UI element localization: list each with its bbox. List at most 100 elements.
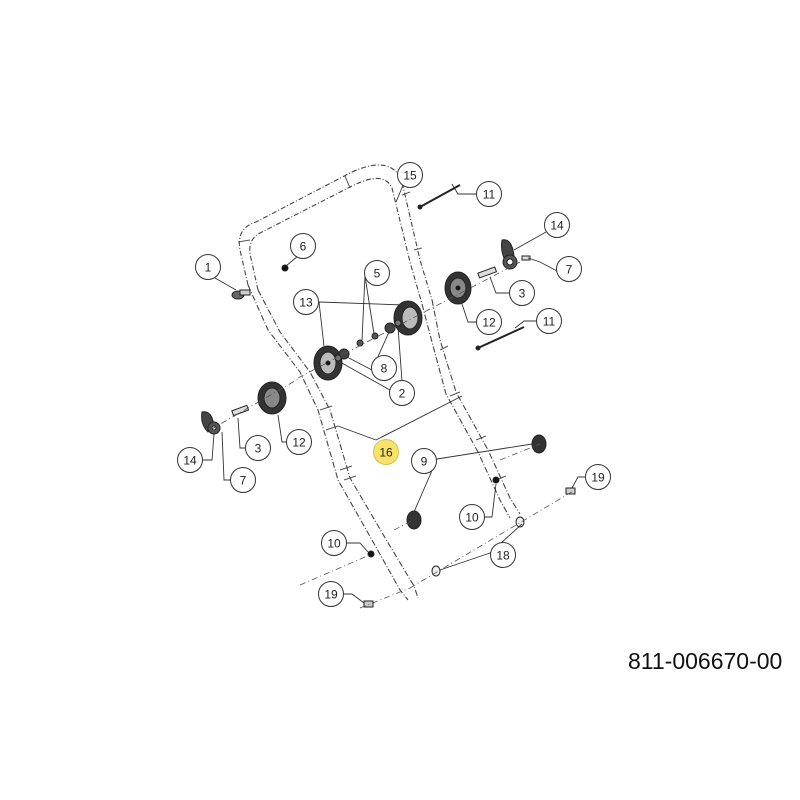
part-1-bolt-icon bbox=[231, 289, 251, 300]
callout-10[interactable]: 10 bbox=[459, 504, 485, 530]
callout-label: 7 bbox=[240, 474, 247, 488]
diagram-part-number: 811-006670-00 bbox=[628, 648, 783, 674]
callout-10[interactable]: 10 bbox=[321, 530, 347, 556]
callout-label: 12 bbox=[482, 316, 496, 330]
callout-circle bbox=[476, 309, 502, 335]
callout-11[interactable]: 11 bbox=[476, 181, 502, 207]
callout-label: 12 bbox=[292, 436, 306, 450]
part-3-carriage-bolt-left-icon bbox=[231, 404, 250, 417]
callout-2[interactable]: 2 bbox=[389, 380, 415, 406]
callout-label: 5 bbox=[374, 267, 381, 281]
assembly-axis-lines bbox=[209, 261, 576, 609]
callout-19[interactable]: 19 bbox=[318, 581, 344, 607]
callout-label: 9 bbox=[421, 455, 428, 469]
callout-label: 2 bbox=[399, 387, 406, 401]
right-lower-tube-inner bbox=[421, 303, 511, 519]
callout-label: 18 bbox=[496, 549, 510, 563]
callout-16[interactable]: 16 bbox=[373, 439, 399, 465]
callout-circle bbox=[293, 289, 319, 315]
callout-label: 8 bbox=[381, 362, 388, 376]
callout-7[interactable]: 7 bbox=[230, 467, 256, 493]
callout-circle bbox=[536, 308, 562, 334]
callout-circle bbox=[321, 530, 347, 556]
callout-label: 3 bbox=[255, 442, 262, 456]
part-6-screw-icon bbox=[281, 264, 289, 272]
part-10-nut-left-icon bbox=[367, 550, 375, 558]
callout-circle bbox=[459, 504, 485, 530]
callout-circle bbox=[544, 212, 570, 238]
part-13-knob-lower-icon bbox=[313, 345, 343, 381]
callout-circle bbox=[195, 254, 221, 280]
callout-label: 1 bbox=[205, 261, 212, 275]
part-14-cam-lever-left-icon bbox=[201, 411, 221, 435]
callout-label: 11 bbox=[483, 188, 496, 202]
left-lower-tube-outer bbox=[247, 284, 409, 601]
callout-8[interactable]: 8 bbox=[371, 355, 397, 381]
callout-5[interactable]: 5 bbox=[364, 260, 390, 286]
callout-12[interactable]: 12 bbox=[476, 309, 502, 335]
callout-label: 14 bbox=[550, 219, 564, 233]
callout-6[interactable]: 6 bbox=[290, 233, 316, 259]
callout-circle bbox=[389, 380, 415, 406]
callout-label: 3 bbox=[519, 287, 526, 301]
callout-1[interactable]: 1 bbox=[195, 254, 221, 280]
part-12-knob-left-icon bbox=[257, 381, 287, 415]
callout-circle bbox=[397, 162, 423, 188]
part-19-bolt-right-icon bbox=[565, 487, 576, 495]
part-11-cable-lower-icon bbox=[477, 326, 525, 349]
callout-label: 10 bbox=[465, 511, 479, 525]
callout-9[interactable]: 9 bbox=[411, 448, 437, 474]
callout-label: 19 bbox=[591, 471, 605, 485]
callout-circle bbox=[230, 467, 256, 493]
callout-7[interactable]: 7 bbox=[556, 256, 582, 282]
callout-14[interactable]: 14 bbox=[177, 447, 203, 473]
callout-label: 6 bbox=[300, 240, 307, 254]
callout-circle bbox=[364, 260, 390, 286]
callout-circle bbox=[490, 542, 516, 568]
callout-label: 7 bbox=[566, 263, 573, 277]
part-8-washer-icon bbox=[338, 348, 350, 360]
part-14-cam-lever-right-icon bbox=[501, 239, 518, 270]
callout-label: 16 bbox=[379, 446, 393, 460]
callout-14[interactable]: 14 bbox=[544, 212, 570, 238]
callout-18[interactable]: 18 bbox=[490, 542, 516, 568]
callout-circle bbox=[411, 448, 437, 474]
part-2-nut-icon bbox=[394, 319, 402, 327]
part-2-nut-icon bbox=[334, 354, 342, 362]
part-8-washer-icon bbox=[384, 322, 396, 334]
part-11-cable-upper-icon bbox=[419, 184, 461, 208]
callout-label: 10 bbox=[327, 537, 341, 551]
part-5-screw-icon bbox=[371, 332, 379, 340]
callout-circle bbox=[476, 181, 502, 207]
handle-frame bbox=[237, 164, 521, 601]
callout-12[interactable]: 12 bbox=[286, 429, 312, 455]
callout-3[interactable]: 3 bbox=[509, 280, 535, 306]
part-13-knob-upper-icon bbox=[393, 300, 423, 336]
right-lower-tube-outer bbox=[431, 299, 521, 515]
callout-15[interactable]: 15 bbox=[397, 162, 423, 188]
callout-11[interactable]: 11 bbox=[536, 308, 562, 334]
callout-label: 14 bbox=[183, 454, 197, 468]
callout-13[interactable]: 13 bbox=[293, 289, 319, 315]
callout-circle bbox=[177, 447, 203, 473]
part-3-carriage-bolt-right-icon bbox=[477, 266, 498, 279]
part-7-pin-right-icon bbox=[521, 255, 531, 261]
callout-circle bbox=[509, 280, 535, 306]
callout-circle bbox=[245, 435, 271, 461]
callout-label: 19 bbox=[324, 588, 338, 602]
callout-circle bbox=[371, 355, 397, 381]
callout-circle bbox=[556, 256, 582, 282]
callout-3[interactable]: 3 bbox=[245, 435, 271, 461]
callout-circle bbox=[318, 581, 344, 607]
callout-19[interactable]: 19 bbox=[585, 464, 611, 490]
part-10-nut-right-icon bbox=[492, 476, 500, 484]
upper-handle-inner bbox=[249, 177, 423, 305]
part-19-bolt-left-icon bbox=[363, 600, 374, 608]
callout-label: 13 bbox=[299, 296, 313, 310]
tube-segment-marks bbox=[237, 175, 507, 481]
callout-circle bbox=[290, 233, 316, 259]
callout-circle bbox=[373, 439, 399, 465]
callout-circle bbox=[585, 464, 611, 490]
